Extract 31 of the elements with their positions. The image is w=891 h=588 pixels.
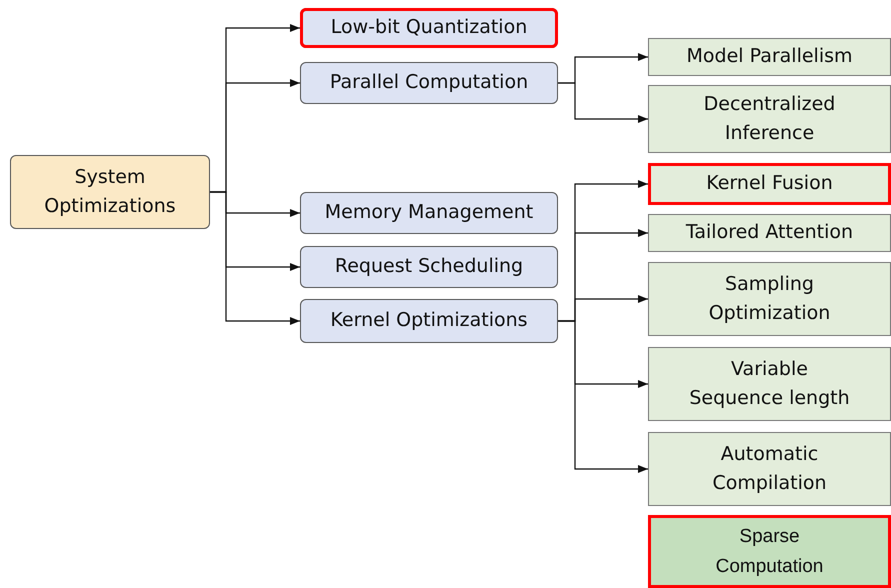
node-label: Memory Management bbox=[324, 200, 534, 226]
leaf-box bbox=[648, 163, 891, 205]
leaf-box bbox=[648, 347, 891, 421]
node-label: Model Parallelism bbox=[686, 44, 852, 70]
category-box bbox=[300, 8, 558, 48]
node-label: Kernel Fusion bbox=[706, 171, 833, 196]
node-label: Low-bit Quantization bbox=[330, 15, 528, 40]
leaf-box bbox=[648, 515, 891, 588]
node-label: Sampling Optimization bbox=[708, 272, 832, 326]
category-box bbox=[300, 299, 558, 343]
leaf-box bbox=[648, 432, 891, 506]
node-label: Decentralized Inference bbox=[702, 92, 836, 146]
node-label: Parallel Computation bbox=[330, 70, 528, 96]
arrow bbox=[210, 191, 300, 325]
leaf-box bbox=[648, 85, 891, 153]
leaf-box bbox=[648, 214, 891, 252]
root-box bbox=[10, 155, 210, 229]
arrow bbox=[558, 82, 648, 123]
leaf-box bbox=[648, 38, 891, 76]
node-label: Kernel Optimizations bbox=[330, 308, 528, 334]
node-label: Variable Sequence length bbox=[688, 356, 851, 411]
node-label: Request Scheduling bbox=[334, 254, 524, 280]
category-box bbox=[300, 246, 558, 288]
node-label: System Optimizations bbox=[43, 164, 177, 219]
node-label: Sparse Computation bbox=[714, 525, 824, 578]
category-box bbox=[300, 192, 558, 234]
leaf-box bbox=[648, 262, 891, 336]
node-label: Tailored Attention bbox=[686, 220, 854, 246]
arrow bbox=[558, 320, 648, 473]
node-label: Automatic Compilation bbox=[711, 442, 828, 496]
category-box bbox=[300, 62, 558, 104]
